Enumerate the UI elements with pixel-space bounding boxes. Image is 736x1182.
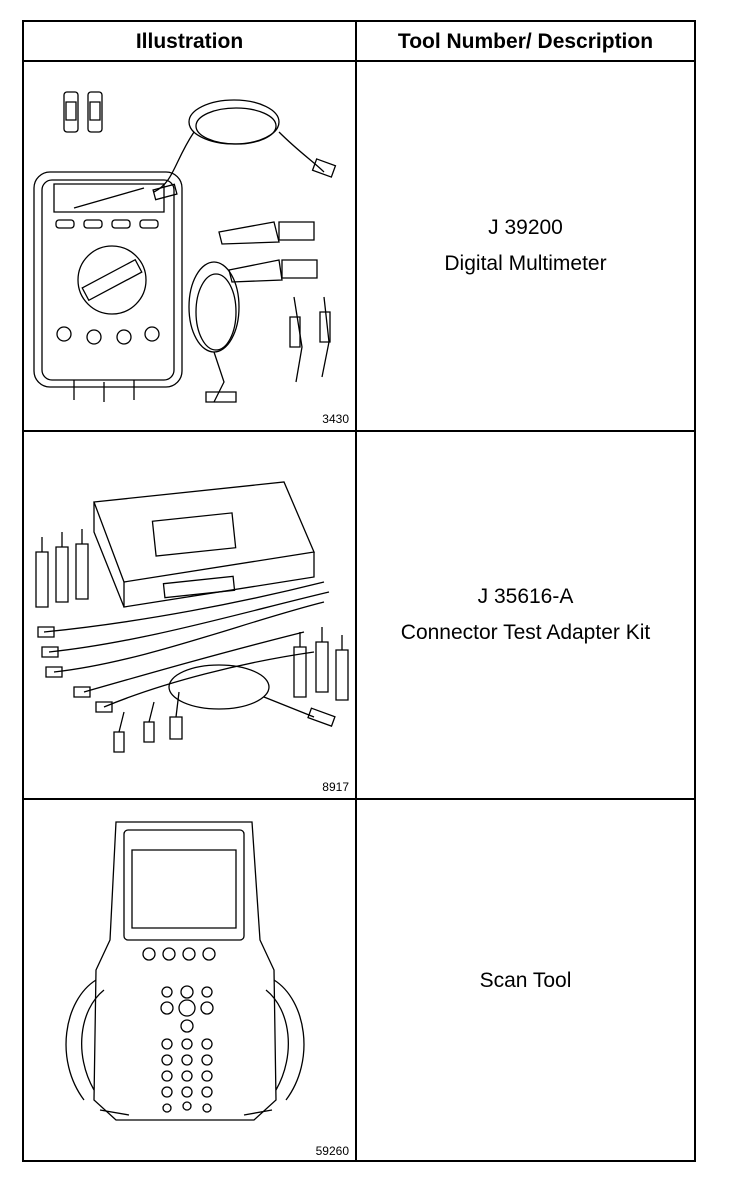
illustration-cell-3: 59260 bbox=[24, 800, 355, 1162]
illustration-cell-1: 3430 bbox=[24, 62, 355, 430]
tool-description: Scan Tool bbox=[479, 969, 572, 992]
digital-multimeter-illustration bbox=[24, 62, 355, 430]
header-tool-description: Tool Number/ Description bbox=[397, 30, 654, 53]
header-divider bbox=[24, 60, 694, 62]
column-divider bbox=[355, 22, 357, 1160]
tool-table: Illustration Tool Number/ Description bbox=[22, 20, 696, 1162]
description-cell-3: Scan Tool bbox=[357, 800, 694, 1162]
figure-number: 8917 bbox=[322, 780, 349, 794]
header-illustration: Illustration bbox=[135, 30, 244, 53]
figure-number: 59260 bbox=[315, 1144, 349, 1158]
tool-number: J 35616-A bbox=[477, 585, 574, 608]
tool-number: J 39200 bbox=[488, 216, 563, 239]
tool-description: Connector Test Adapter Kit bbox=[400, 621, 651, 644]
description-cell-2: J 35616-A Connector Test Adapter Kit bbox=[357, 432, 694, 798]
illustration-cell-2: 8917 bbox=[24, 432, 355, 798]
row-divider-1 bbox=[24, 430, 694, 432]
row-divider-2 bbox=[24, 798, 694, 800]
tool-description: Digital Multimeter bbox=[444, 252, 607, 275]
description-cell-1: J 39200 Digital Multimeter bbox=[357, 62, 694, 430]
scan-tool-illustration bbox=[24, 800, 355, 1162]
connector-test-adapter-kit-illustration bbox=[24, 432, 355, 798]
figure-number: 3430 bbox=[322, 412, 349, 426]
